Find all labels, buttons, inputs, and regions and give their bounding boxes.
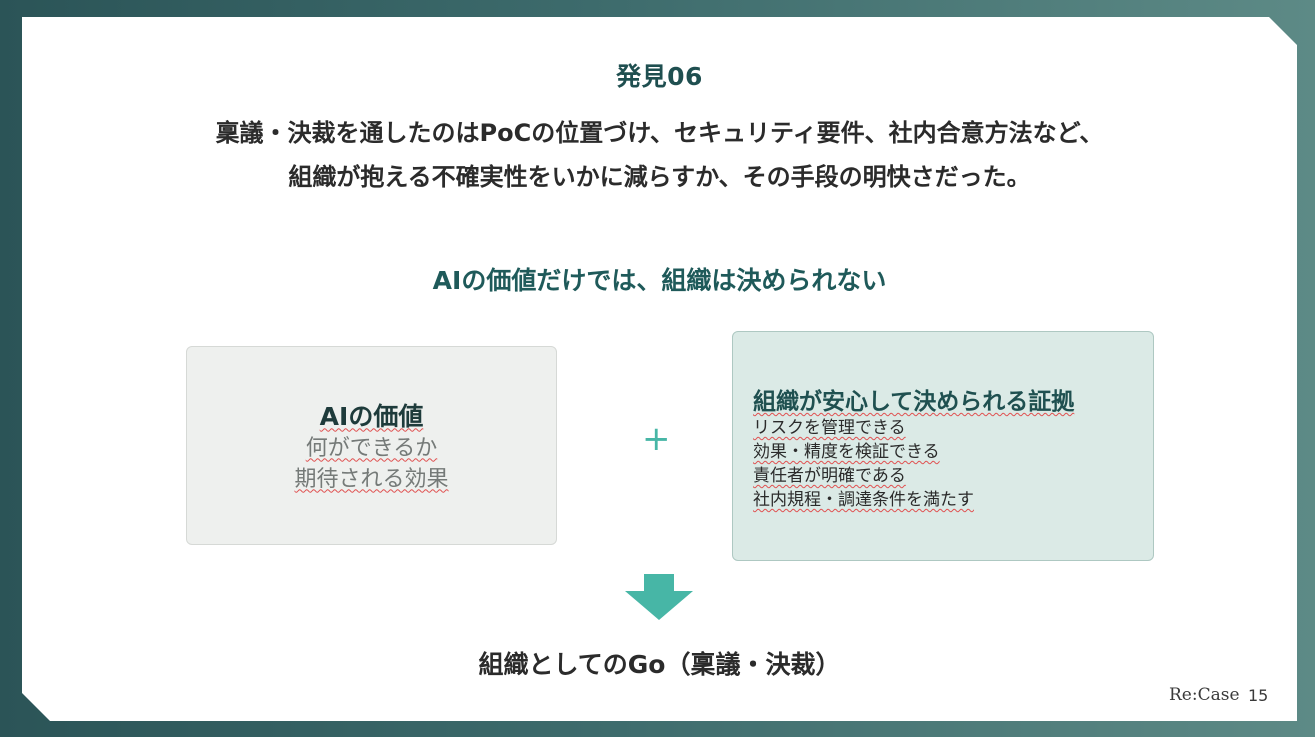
finding-label: 発見06 (616, 62, 703, 91)
ai-value-line: 期待される効果 (294, 466, 449, 492)
evidence-box: 組織が安心して決められる証拠 リスクを管理できる 効果・精度を検証できる 責任者… (732, 331, 1154, 561)
ai-value-line: 何ができるか (305, 435, 438, 461)
evidence-line: 効果・精度を検証できる (753, 442, 940, 462)
brand-logo: Re:Case (1169, 685, 1240, 705)
slide-card: 発見06 稟議・決裁を通したのはPoCの位置づけ、セキュリティ要件、社内合意方法… (22, 17, 1297, 721)
plus-icon: + (642, 419, 671, 459)
evidence-line: 社内規程・調達条件を満たす (753, 490, 974, 510)
headline-line-1: 稟議・決裁を通したのはPoCの位置づけ、セキュリティ要件、社内合意方法など、 (215, 119, 1104, 147)
evidence-line: 責任者が明確である (753, 466, 906, 486)
headline: 稟議・決裁を通したのはPoCの位置づけ、セキュリティ要件、社内合意方法など、 組… (22, 111, 1297, 199)
ai-value-box: AIの価値 何ができるか 期待される効果 (186, 346, 557, 545)
evidence-line: リスクを管理できる (753, 418, 906, 438)
conclusion-text: 組織としてのGo（稟議・決裁） (478, 650, 841, 679)
arrow-down-icon (625, 574, 693, 620)
page-number: 15 (1248, 686, 1269, 705)
evidence-title: 組織が安心して決められる証拠 (753, 389, 1075, 415)
ai-value-title: AIの価値 (319, 401, 424, 431)
headline-line-2: 組織が抱える不確実性をいかに減らすか、その手段の明快さだった。 (288, 163, 1031, 191)
section-subtitle: AIの価値だけでは、組織は決められない (432, 266, 887, 295)
